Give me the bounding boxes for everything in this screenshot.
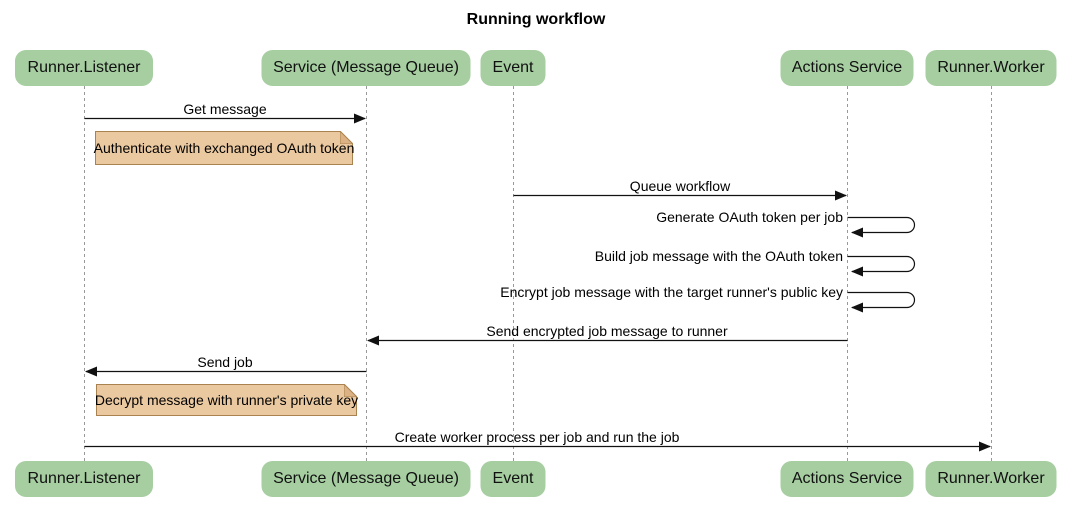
note-fold-icon xyxy=(344,384,357,397)
actor-label: Actions Service xyxy=(791,59,903,76)
message-label-create-worker: Create worker process per job and run th… xyxy=(394,429,680,445)
message-label-get-message: Get message xyxy=(183,101,267,117)
message-label-generate-token: Generate OAuth token per job xyxy=(656,209,843,225)
actor-top-service-queue: Service (Message Queue) xyxy=(261,50,471,86)
actor-top-event: Event xyxy=(480,50,546,86)
note-fold-icon xyxy=(340,131,353,144)
lifelines xyxy=(84,86,992,461)
actor-label: Runner.Listener xyxy=(27,470,141,487)
message-label-encrypt-message: Encrypt job message with the target runn… xyxy=(500,284,843,300)
actor-top-actions-service: Actions Service xyxy=(780,50,914,86)
message-arrows xyxy=(84,113,991,452)
message-label-send-encrypted-job: Send encrypted job message to runner xyxy=(486,323,728,339)
actor-label: Event xyxy=(492,59,534,76)
note-decrypt: Decrypt message with runner's private ke… xyxy=(94,384,359,416)
actor-label: Event xyxy=(492,470,534,487)
actor-label: Service (Message Queue) xyxy=(273,59,459,76)
message-label-build-message: Build job message with the OAuth token xyxy=(594,248,843,264)
arrow-self-build-message xyxy=(847,255,916,277)
note-text: Authenticate with exchanged OAuth token xyxy=(93,140,355,156)
actor-bottom-service-queue: Service (Message Queue) xyxy=(261,461,471,497)
arrow-self-encrypt-message xyxy=(847,291,916,313)
actor-label: Service (Message Queue) xyxy=(273,470,459,487)
actor-label: Actions Service xyxy=(791,470,903,487)
note-text: Decrypt message with runner's private ke… xyxy=(94,392,359,408)
message-label-queue-workflow: Queue workflow xyxy=(629,178,731,194)
actor-bottom-actions-service: Actions Service xyxy=(780,461,914,497)
actor-bottom-runner-worker: Runner.Worker xyxy=(925,461,1057,497)
actor-top-runner-listener: Runner.Listener xyxy=(15,50,153,86)
actor-bottom-event: Event xyxy=(480,461,546,497)
message-label-send-job: Send job xyxy=(197,354,253,370)
actor-bottom-runner-listener: Runner.Listener xyxy=(15,461,153,497)
diagram-title: Running workflow xyxy=(466,11,606,28)
actor-label: Runner.Worker xyxy=(937,59,1045,76)
note-authenticate: Authenticate with exchanged OAuth token xyxy=(93,131,355,165)
actor-label: Runner.Listener xyxy=(27,59,141,76)
actor-label: Runner.Worker xyxy=(937,470,1045,487)
actor-top-runner-worker: Runner.Worker xyxy=(925,50,1057,86)
arrow-self-generate-token xyxy=(847,216,916,238)
